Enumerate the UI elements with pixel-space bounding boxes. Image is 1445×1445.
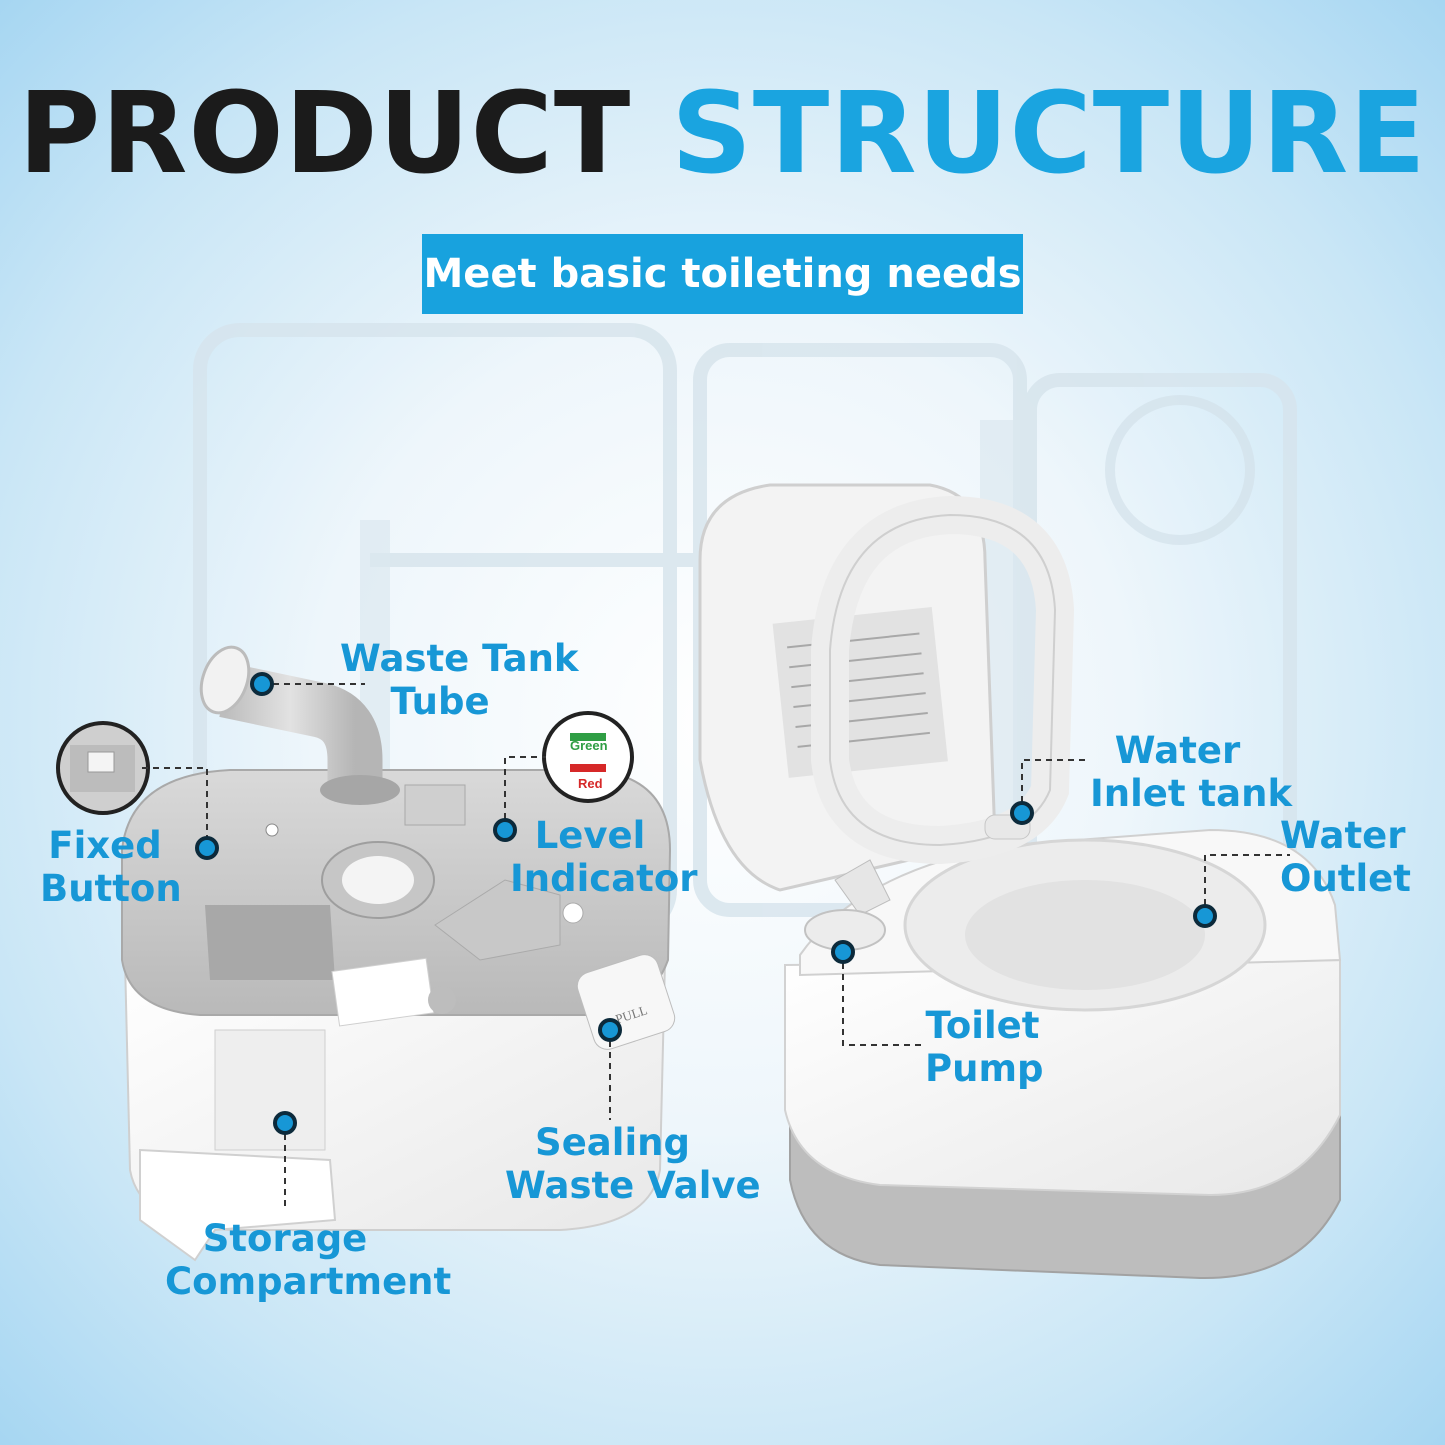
label-water-outlet: Water Outlet xyxy=(1280,814,1411,900)
title-dark: PRODUCT xyxy=(18,69,632,199)
label-storage-compartment: Storage Compartment xyxy=(165,1217,452,1303)
level-red-label: Red xyxy=(578,776,603,791)
waste-tank: PULL xyxy=(121,645,676,1262)
level-indicator-icon xyxy=(542,711,634,803)
label-waste-tank-tube: Waste Tank Tube xyxy=(340,637,579,723)
callout-dot-icon xyxy=(598,1018,622,1042)
portable-toilet xyxy=(698,483,1342,1280)
callout-dot-icon xyxy=(1010,801,1034,825)
label-toilet-pump: Toilet Pump xyxy=(925,1004,1044,1090)
callout-dot-icon xyxy=(250,672,274,696)
label-level-indicator: Level Indicator xyxy=(510,814,698,900)
subtitle-text: Meet basic toileting needs xyxy=(423,251,1022,297)
callout-dot-icon xyxy=(273,1111,297,1135)
callout-dot-icon xyxy=(195,836,219,860)
callout-dot-icon xyxy=(1193,904,1217,928)
label-water-inlet-tank: Water Inlet tank xyxy=(1090,729,1293,815)
subtitle-banner: Meet basic toileting needs xyxy=(422,234,1023,314)
callout-dot-icon xyxy=(493,818,517,842)
fixed-button-zoom-icon xyxy=(56,721,150,815)
callout-dot-icon xyxy=(831,940,855,964)
callout-leader-lines xyxy=(142,683,1290,1210)
page-title: PRODUCT STRUCTURE xyxy=(0,78,1445,190)
title-blue: STRUCTURE xyxy=(671,69,1427,199)
label-sealing-waste-valve: Sealing Waste Valve xyxy=(505,1121,761,1207)
level-green-label: Green xyxy=(570,738,608,753)
label-fixed-button: Fixed Button xyxy=(40,824,182,910)
